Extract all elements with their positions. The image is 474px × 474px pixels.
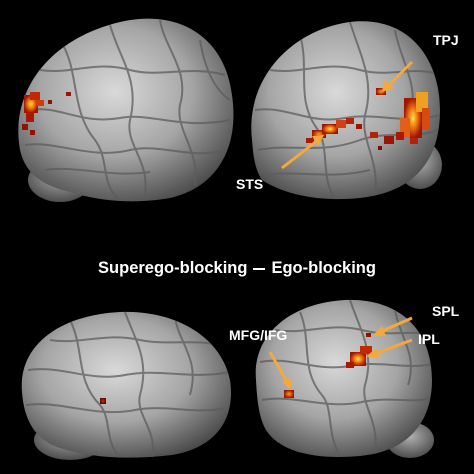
arrow-spl [379, 316, 413, 334]
label-sts: STS [236, 176, 264, 192]
brain-top-right [251, 21, 442, 200]
contrast-title: Superego-blocking Ego-blocking [0, 258, 474, 278]
label-spl: SPL [432, 303, 460, 319]
cortex [255, 299, 432, 457]
arrow-mfg-ifg-head [282, 378, 292, 390]
label-mfg-ifg: MFG/IFG [229, 327, 288, 343]
sulci [25, 311, 231, 458]
brain-bottom-left [21, 311, 232, 460]
cortex [18, 18, 234, 202]
arrow-tpj [386, 60, 414, 88]
brain-top-left [18, 18, 234, 202]
activation-ipl [346, 346, 372, 368]
title-dash [253, 267, 266, 270]
arrow-mfg-ifg [268, 351, 289, 383]
title-right: Ego-blocking [271, 259, 376, 277]
activation-small-bl [100, 398, 106, 404]
activation-sts [306, 118, 394, 150]
arrow-spl-head [372, 326, 386, 336]
sulci [24, 19, 231, 201]
arrow-ipl-head [366, 348, 380, 358]
activation-tpj [376, 88, 386, 95]
brain-bottom-right [255, 299, 434, 458]
title-left: Superego-blocking [98, 259, 248, 277]
arrow-sts [281, 138, 319, 170]
arrow-ipl [373, 338, 413, 356]
arrows [268, 60, 414, 390]
label-ipl: IPL [418, 331, 440, 347]
activation-spl [366, 333, 371, 337]
activation-mfg-ifg [284, 390, 294, 398]
label-tpj: TPJ [433, 32, 459, 48]
activation-occipital [396, 92, 430, 144]
cortex [21, 311, 232, 458]
arrow-tpj-head [382, 80, 394, 92]
activation-frontal-tl [22, 92, 71, 135]
arrow-sts-head [312, 135, 324, 146]
